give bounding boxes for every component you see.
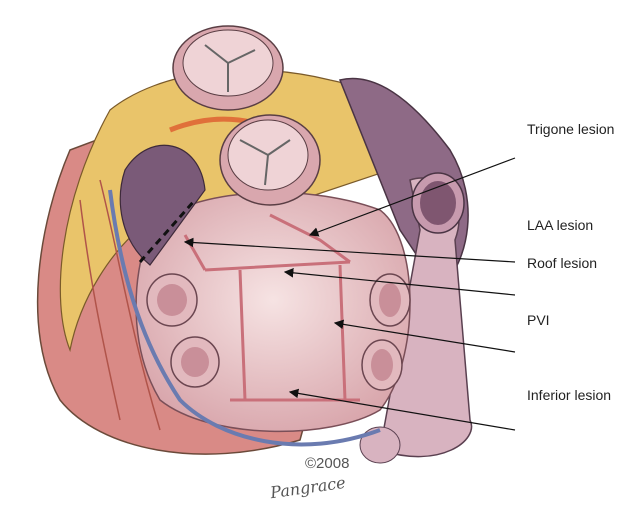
lesion-lines [183,213,360,402]
label-pvi: PVI [527,312,550,328]
copyright: ©2008 [305,455,350,472]
label-trigone-lesion: Trigone lesion [527,121,615,137]
label-laa-lesion: LAA lesion [527,217,594,233]
label-roof-lesion: Roof lesion [527,255,598,271]
label-inferior-lesion: Inferior lesion [527,387,612,403]
pointer-arrows [183,157,516,431]
